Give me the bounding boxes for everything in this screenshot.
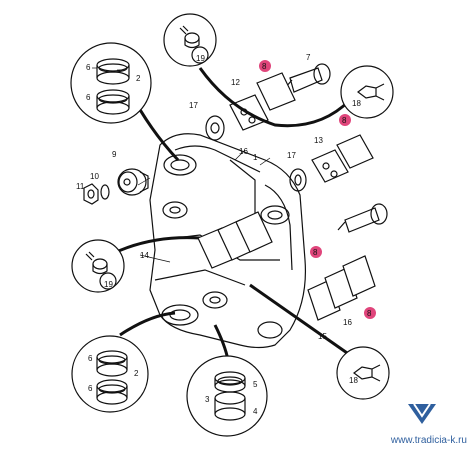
callout-10: 10 [90,172,99,181]
callout-19-top: 19 [196,54,205,63]
callout-18-bottom: 18 [349,376,358,385]
callout-8-top: 8 [262,62,267,71]
callout-12: 12 [231,78,240,87]
callout-11: 11 [76,182,85,191]
callout-2-top: 2 [136,74,141,83]
callout-6-a: 6 [86,63,91,72]
bolt-7 [284,63,331,93]
callout-6-b: 6 [86,93,91,102]
callout-8-mid: 8 [313,248,318,257]
highlight-8-right-bg [339,114,351,126]
bushing-inset-bottom [71,335,149,413]
callout-19-left: 19 [104,280,113,289]
highlight-8-mid-bg [310,246,322,258]
callout-17-left: 17 [189,101,198,110]
callout-16-top: 16 [239,147,248,156]
shim-stack-left [197,211,273,269]
tradicia-logo [408,403,436,424]
fitting-inset-right-bottom [336,346,390,400]
callout-7: 7 [306,53,311,62]
callout-8-bottom: 8 [367,309,372,318]
callout-4: 4 [253,407,258,416]
highlight-8-top-bg [259,60,271,72]
shim-8-top [256,72,296,111]
callout-15: 15 [318,332,327,341]
callout-8-right: 8 [342,116,347,125]
bushing-inset-center [186,355,268,437]
callout-16-bottom: 16 [343,318,352,327]
callout-6-c: 6 [88,354,93,363]
bolt-right [337,203,388,233]
callout-18-top: 18 [352,99,361,108]
washer-17-left [205,115,225,141]
plug-9 [117,168,149,196]
callout-2-bottom: 2 [134,369,139,378]
bushing-inset-top [70,42,152,124]
callout-1: 1 [253,153,258,162]
plate-13 [311,149,349,183]
callout-14: 14 [140,251,149,260]
callout-13: 13 [314,136,323,145]
callout-9: 9 [112,150,117,159]
shim-8-right [336,134,374,169]
shim-stack-right [307,255,376,321]
washer-10 [100,184,110,200]
watermark-url: www.tradicia-k.ru [390,435,467,446]
fitting-inset-right-top [340,65,394,119]
callout-5: 5 [253,380,258,389]
nut-11 [83,183,99,205]
callout-6-d: 6 [88,384,93,393]
plate-12 [229,94,269,131]
washer-17-right [289,168,307,192]
callout-3: 3 [205,395,210,404]
grease-fitting-inset-left [71,239,125,293]
callout-17-right: 17 [287,151,296,160]
grease-fitting-inset-top [163,13,217,67]
highlight-8-bottom-bg [364,307,376,319]
